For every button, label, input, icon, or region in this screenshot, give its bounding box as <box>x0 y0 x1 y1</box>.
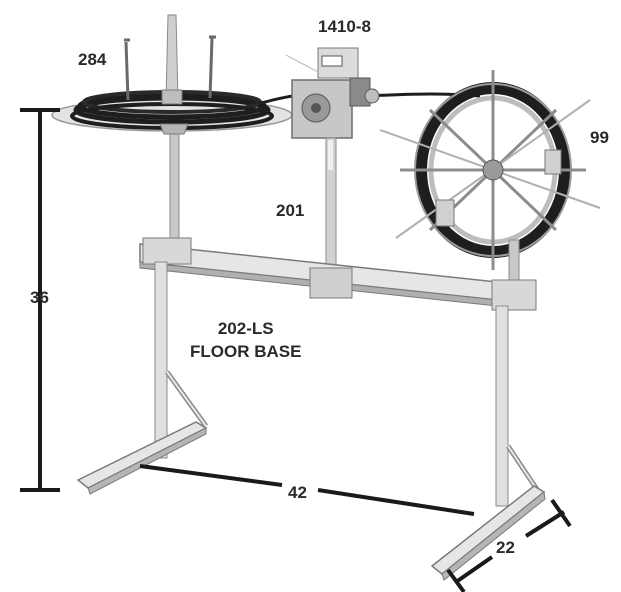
label-wheel-99: 99 <box>590 128 609 147</box>
reel-284 <box>51 14 293 247</box>
label-post-201: 201 <box>276 201 305 220</box>
dimension-36 <box>20 108 60 492</box>
counter-1410-8 <box>291 47 380 281</box>
label-height-36: 36 <box>30 288 49 307</box>
label-width-42: 42 <box>288 483 307 502</box>
wheel-99 <box>379 70 601 289</box>
label-base-model: 202-LS <box>217 319 274 338</box>
floor-base-202-ls <box>76 237 546 581</box>
dimension-22 <box>446 498 572 592</box>
label-counter-1410-8: 1410-8 <box>318 17 371 36</box>
label-depth-22: 22 <box>496 538 515 557</box>
dimension-42 <box>139 464 475 516</box>
label-floor-base: 202-LS FLOOR BASE <box>190 317 301 363</box>
label-reel-284: 284 <box>78 50 107 69</box>
label-base-name: FLOOR BASE <box>190 342 302 361</box>
